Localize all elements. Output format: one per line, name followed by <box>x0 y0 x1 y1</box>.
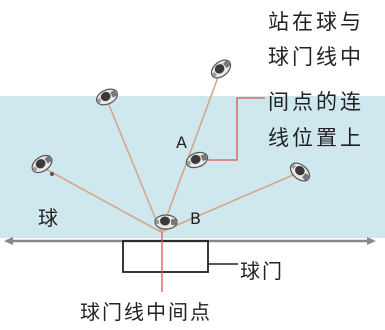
goal-line-arrow-right <box>367 237 376 245</box>
annotation-pointer <box>208 97 265 161</box>
ray-player-2 <box>106 99 162 233</box>
ball-label: 球 <box>38 206 60 230</box>
goal-label: 球门 <box>240 259 284 283</box>
ray-player-4 <box>160 171 301 233</box>
point-a-label: A <box>176 133 187 152</box>
goal-line-midpoint-label: 球门线中间点 <box>80 300 212 324</box>
ball-dot <box>50 172 54 176</box>
player-b <box>154 214 178 230</box>
annotation-line-1: 站在球与 <box>268 10 364 34</box>
annotation-line-4: 线位置上 <box>268 126 364 150</box>
player-top <box>207 55 235 83</box>
goal-frame <box>122 240 209 273</box>
annotation-line-2: 球门线中 <box>268 45 364 69</box>
point-b-label: B <box>190 209 201 228</box>
goal-line-arrow-left <box>4 237 13 245</box>
ray-ball <box>41 166 162 233</box>
annotation-line-3: 间点的连 <box>268 90 364 114</box>
ray-player-a <box>160 68 222 233</box>
sight-lines <box>41 68 301 233</box>
